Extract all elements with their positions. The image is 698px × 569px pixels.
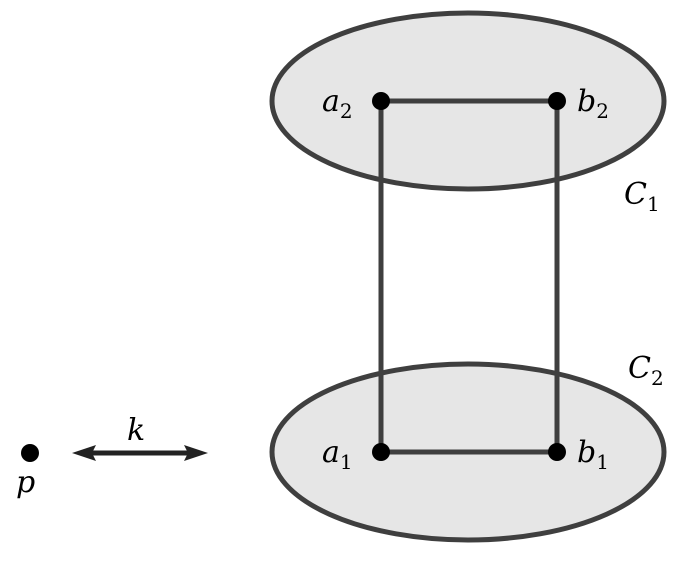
node-b1 [548, 443, 566, 461]
label-p: p [16, 465, 35, 500]
node-p [21, 444, 39, 462]
node-a2 [372, 92, 390, 110]
label-a2: a2 [322, 84, 353, 123]
label-b2: b2 [577, 84, 609, 123]
label-c2: C2 [628, 351, 664, 390]
node-a1 [372, 443, 390, 461]
label-b1: b1 [577, 435, 609, 474]
label-a1: a1 [322, 435, 353, 474]
double-arrow-icon [72, 445, 208, 461]
label-k: k [127, 413, 145, 448]
label-c1: C1 [624, 177, 660, 216]
node-b2 [548, 92, 566, 110]
